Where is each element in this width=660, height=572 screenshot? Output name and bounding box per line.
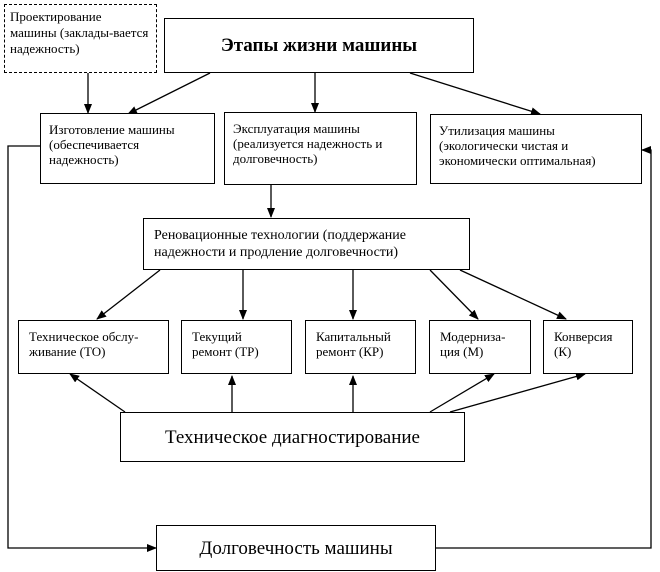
arrow-diag-to-to — [69, 373, 126, 413]
arrow-renovation-to-m — [429, 269, 479, 320]
design-box: Проектирование машины (заклады-вается на… — [4, 4, 157, 73]
action-to: Техническое обслу-живание (ТО) — [18, 320, 169, 374]
title-label: Этапы жизни машины — [220, 35, 418, 56]
durability-box: Долговечность машины — [156, 525, 436, 571]
action-m-label: Модерниза-ция (М) — [440, 329, 506, 359]
stage-operation-label: Эксплуатация машины (реализуется надежно… — [233, 121, 383, 166]
arrow-durability-to-disposal — [436, 146, 652, 549]
stage-operation: Эксплуатация машины (реализуется надежно… — [224, 112, 417, 185]
action-kr-label: Капитальный ремонт (КР) — [316, 329, 391, 359]
diagnostics-label: Техническое диагностирование — [164, 426, 420, 448]
durability-label: Долговечность машины — [199, 537, 393, 559]
arrow-diag-to-k — [449, 372, 586, 413]
action-kr: Капитальный ремонт (КР) — [305, 320, 416, 374]
stage-disposal: Утилизация машины (экологически чистая и… — [430, 114, 642, 184]
action-tr-label: Текущий ремонт (ТР) — [192, 329, 259, 359]
action-k-label: Конверсия (К) — [554, 329, 613, 359]
action-k: Конверсия (К) — [543, 320, 633, 374]
action-m: Модерниза-ция (М) — [429, 320, 531, 374]
stage-manufacture-label: Изготовление машины (обеспечивается наде… — [49, 122, 175, 167]
arrow-renovation-to-to — [96, 269, 161, 320]
arrow-manufacture-to-durability — [7, 145, 157, 552]
title-box: Этапы жизни машины — [164, 18, 474, 73]
arrow-title-to-manufacture — [127, 72, 211, 115]
arrow-renovation-to-k — [459, 269, 567, 320]
arrow-title-to-disposal — [409, 72, 541, 116]
renovation-label: Реновационные технологии (поддержание на… — [154, 228, 406, 260]
arrow-diag-to-m — [429, 373, 495, 413]
stage-disposal-label: Утилизация машины (экологически чистая и… — [439, 123, 596, 168]
diagnostics-box: Техническое диагностирование — [120, 412, 465, 462]
stage-manufacture: Изготовление машины (обеспечивается наде… — [40, 113, 215, 184]
design-label: Проектирование машины (заклады-вается на… — [10, 9, 149, 56]
action-to-label: Техническое обслу-живание (ТО) — [29, 329, 139, 359]
renovation-box: Реновационные технологии (поддержание на… — [143, 218, 470, 270]
action-tr: Текущий ремонт (ТР) — [181, 320, 292, 374]
